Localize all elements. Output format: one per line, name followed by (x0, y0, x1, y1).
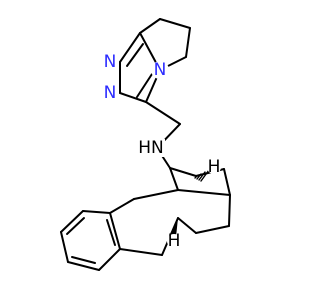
atom-symbol: H (168, 231, 181, 251)
bond (185, 27, 191, 58)
stereo-bond-layer (171, 169, 210, 237)
bond (60, 210, 84, 233)
bond (223, 168, 231, 196)
atom-n-triazole-top: N (101, 52, 119, 72)
bond (145, 101, 181, 125)
bond (177, 217, 197, 234)
bond (195, 225, 230, 234)
atom-symbol: N (154, 60, 167, 80)
hashed-wedge-bond (194, 169, 210, 182)
bond (139, 18, 161, 34)
bond (106, 219, 116, 246)
bond (109, 212, 121, 250)
atom-symbol: N (104, 52, 117, 72)
bond (66, 217, 85, 235)
bond (71, 256, 96, 264)
bond (169, 167, 197, 177)
bond (159, 18, 191, 29)
atom-h-stereo-lower: H (167, 231, 181, 251)
solid-wedge-bond (171, 218, 178, 237)
bond (109, 198, 135, 214)
atom-symbol: N (104, 83, 117, 103)
bond (126, 43, 144, 67)
atom-label-layer: N N N HN H H (101, 52, 221, 251)
atom-symbol: H (208, 157, 221, 177)
bond (133, 189, 179, 200)
bond (119, 32, 141, 63)
atom-h-stereo-upper: H (207, 157, 221, 177)
bond (119, 248, 163, 256)
atom-n-triazole-bottom: N (101, 83, 119, 103)
bond (82, 210, 111, 214)
bond (60, 231, 69, 263)
bond (177, 189, 231, 196)
bond (136, 73, 153, 98)
molecule-structure-diagram: N N N HN H H (60, 18, 231, 271)
atom-n-bridgehead: N (151, 60, 169, 80)
bond (119, 92, 147, 103)
atom-symbol: HN (138, 138, 164, 158)
bond (228, 194, 231, 227)
bond (98, 248, 121, 271)
bond (67, 261, 100, 271)
atom-nh-amine: HN (138, 138, 165, 158)
bond (169, 167, 179, 191)
